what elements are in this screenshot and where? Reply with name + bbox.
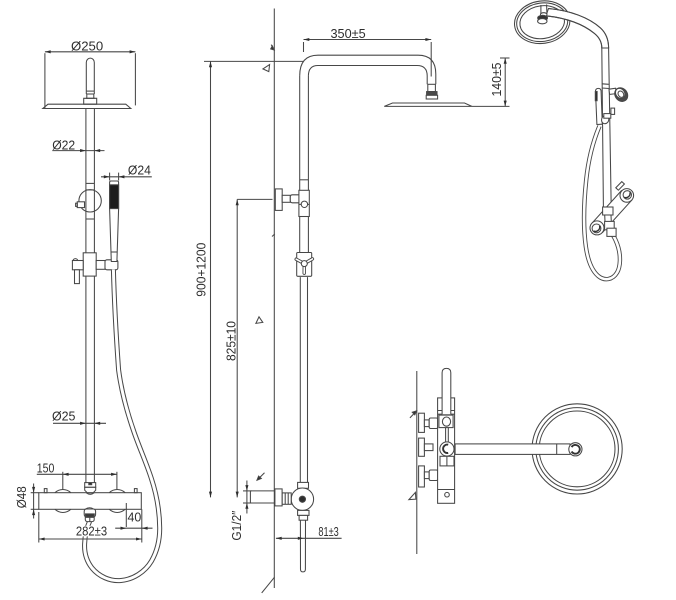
svg-text:Ø48: Ø48 <box>15 486 29 508</box>
svg-text:Ø24: Ø24 <box>128 163 151 177</box>
svg-text:G1/2″: G1/2″ <box>230 510 244 541</box>
svg-text:40: 40 <box>128 510 142 524</box>
svg-text:Ø22: Ø22 <box>52 138 75 152</box>
svg-text:350±5: 350±5 <box>331 27 366 41</box>
svg-text:825±10: 825±10 <box>224 321 238 361</box>
svg-text:900+1200: 900+1200 <box>195 243 209 297</box>
svg-text:Ø250: Ø250 <box>71 39 103 53</box>
svg-text:140±5: 140±5 <box>490 63 504 97</box>
svg-text:Ø25: Ø25 <box>52 410 76 424</box>
svg-text:81±3: 81±3 <box>318 525 338 539</box>
svg-text:282±3: 282±3 <box>76 524 107 538</box>
svg-text:150: 150 <box>37 462 55 476</box>
